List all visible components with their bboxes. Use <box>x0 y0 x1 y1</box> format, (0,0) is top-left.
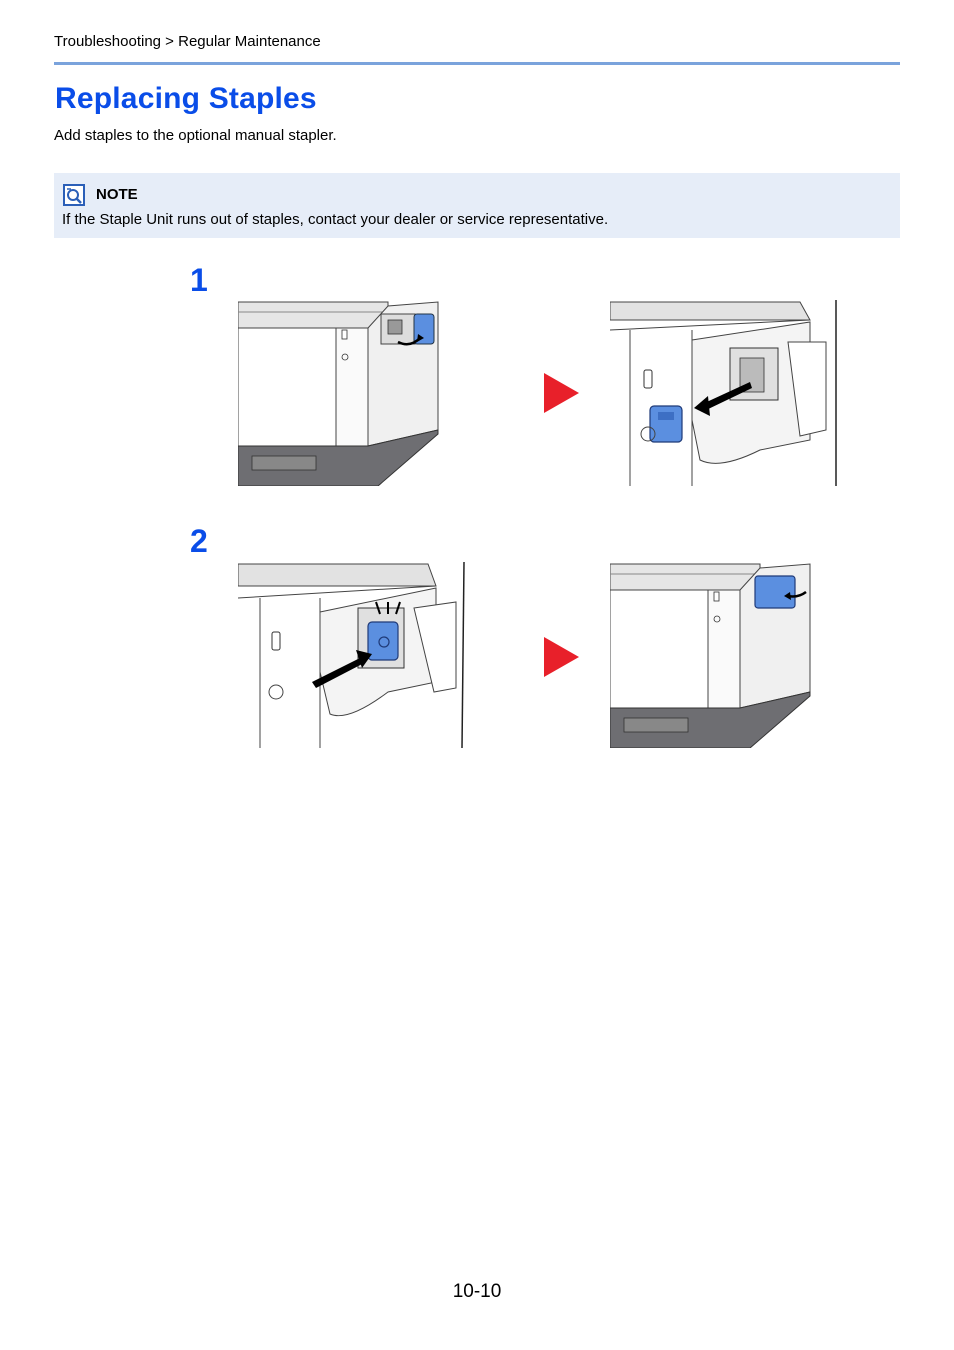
header-divider <box>54 62 900 65</box>
note-icon <box>63 184 85 206</box>
step-number: 1 <box>190 262 208 298</box>
printer-stapler-closed-illustration <box>610 562 812 748</box>
next-step-arrow-icon <box>544 637 579 677</box>
stapler-cartridge-removal-illustration <box>610 300 840 486</box>
step-number: 2 <box>190 523 208 559</box>
page-title: Replacing Staples <box>55 82 317 115</box>
intro-text: Add staples to the optional manual stapl… <box>54 127 337 144</box>
note-label: NOTE <box>96 186 138 203</box>
next-step-arrow-icon <box>544 373 579 413</box>
note-box: NOTE If the Staple Unit runs out of stap… <box>54 173 900 238</box>
note-text: If the Staple Unit runs out of staples, … <box>62 211 609 228</box>
printer-stapler-open-illustration <box>238 300 440 486</box>
page-number: 10-10 <box>452 1281 502 1302</box>
breadcrumb: Troubleshooting > Regular Maintenance <box>54 33 321 50</box>
stapler-cartridge-insert-illustration <box>238 562 468 748</box>
